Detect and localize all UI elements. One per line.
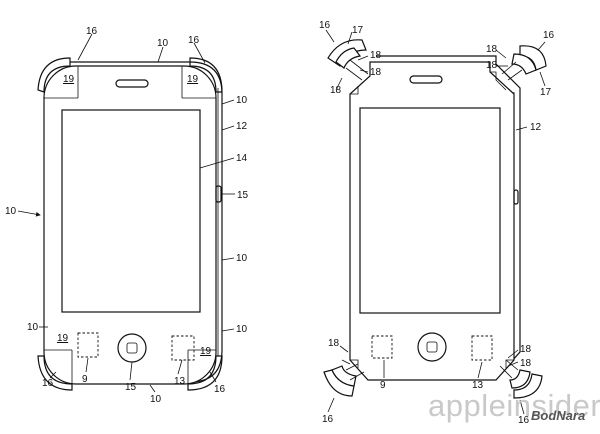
label-right-br-18a: 18 <box>520 344 532 355</box>
label-left-screen-14: 14 <box>236 153 248 164</box>
label-right-12: 12 <box>530 122 542 133</box>
right-phone-figure: 16 17 18 18 16 18 18 17 12 18 18 9 13 18… <box>319 20 555 426</box>
label-left-bottom-9: 9 <box>82 374 88 385</box>
label-left-right-lower-10: 10 <box>236 324 248 335</box>
right-bumper-br <box>499 359 543 399</box>
label-left-side-15: 15 <box>237 190 249 201</box>
label-right-bottom-13: 13 <box>472 380 484 391</box>
label-right-tr-17: 17 <box>540 87 552 98</box>
right-bumper-tr <box>501 45 547 81</box>
right-sensor-box-9 <box>371 335 393 359</box>
label-right-bl-18b: 18 <box>328 338 340 349</box>
right-speaker-slot <box>409 75 443 84</box>
label-right-tl-17: 17 <box>352 25 364 36</box>
left-corner-cap-tr <box>189 57 223 93</box>
left-side-button <box>215 185 222 203</box>
label-left-corner-tr-19: 19 <box>187 74 199 85</box>
label-right-tl-16: 16 <box>319 20 331 31</box>
left-corner-cap-bl <box>37 355 73 391</box>
right-bumper-tl <box>327 39 369 81</box>
label-left-left-lower-10: 10 <box>27 322 39 333</box>
label-left-bottom-right-16: 16 <box>214 384 226 395</box>
right-phone-front-outline <box>349 61 515 381</box>
left-speaker-slot <box>115 79 149 88</box>
label-right-tl-18b: 18 <box>370 67 382 78</box>
left-corner-cap-br <box>187 355 223 391</box>
label-right-br-18b: 18 <box>520 358 532 369</box>
label-left-corner-bl-19: 19 <box>57 333 69 344</box>
label-left-corner-br-19: 19 <box>200 346 212 357</box>
left-corner-cap-tl <box>37 57 71 93</box>
left-phone-front-outline <box>43 65 217 385</box>
label-left-top-left-16: 16 <box>86 26 98 37</box>
label-right-tr-18: 18 <box>486 44 498 55</box>
left-sensor-box-13 <box>171 335 195 361</box>
watermark-bodnara: BodNara <box>531 408 586 423</box>
label-left-right-mid-10: 10 <box>236 253 248 264</box>
right-home-button <box>417 332 447 362</box>
right-sensor-box-13 <box>471 335 493 361</box>
label-left-bottom-left-16: 16 <box>42 378 54 389</box>
label-left-bottom-13: 13 <box>174 376 186 387</box>
label-left-top-10: 10 <box>157 38 169 49</box>
right-side-button <box>513 189 519 205</box>
label-right-bottom-9: 9 <box>380 380 386 391</box>
label-left-arrow-10: 10 <box>5 206 17 217</box>
label-right-bl-18a: 18 <box>330 85 342 96</box>
label-right-br-16: 16 <box>518 415 530 426</box>
label-right-tr-18b: 18 <box>486 60 498 71</box>
left-phone-figure: 16 10 16 19 19 10 12 14 15 10 10 10 10 1… <box>5 26 249 405</box>
label-left-bottom-10: 10 <box>150 394 162 405</box>
label-left-right-upper-10: 10 <box>236 95 248 106</box>
label-left-top-right-16: 16 <box>188 35 200 46</box>
right-screen <box>359 107 501 314</box>
label-right-bl-16: 16 <box>322 414 334 425</box>
label-left-bottom-15: 15 <box>125 382 137 393</box>
label-right-tr-16: 16 <box>543 30 555 41</box>
watermark-appleinsider: appleinsider <box>428 388 600 423</box>
label-left-right-12: 12 <box>236 121 248 132</box>
label-right-tl-18a: 18 <box>370 50 382 61</box>
left-screen <box>61 109 201 313</box>
label-left-corner-tl-19: 19 <box>63 74 75 85</box>
right-phone-back-outline <box>376 55 521 373</box>
right-bumper-bl <box>323 363 365 397</box>
left-sensor-box-9 <box>77 332 99 358</box>
